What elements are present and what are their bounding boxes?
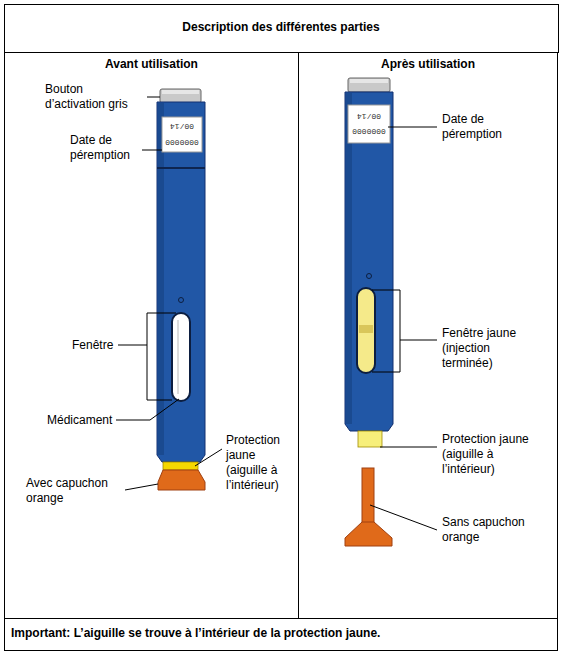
pen-before — [157, 89, 205, 490]
title-cell — [5, 5, 559, 53]
part-label: Fenêtre jaune (injection terminée) — [442, 326, 530, 371]
expiry-code: 00/14 — [162, 121, 202, 131]
part-label: Avec capuchon orange — [26, 476, 122, 506]
column-cell: Avant utilisation — [4, 52, 299, 619]
note-text: Important: L’aiguille se trouve à l’inté… — [11, 626, 551, 641]
expiry-code: 00/14 — [348, 111, 390, 121]
table-title: Description des différentes parties — [4, 20, 558, 35]
part-label: Bouton d’activation gris — [45, 82, 145, 112]
part-label: Sans capuchon orange — [442, 515, 542, 545]
part-label: Date de péremption — [70, 133, 140, 163]
expiry-code: 0000000 — [348, 126, 390, 136]
column-heading: Après utilisation — [299, 57, 557, 72]
expiry-code: 0000000 — [162, 137, 202, 147]
part-label: Fenêtre — [72, 338, 117, 353]
part-label: Protection jaune (aiguille à l’intérieur… — [226, 433, 296, 493]
part-label: Date de péremption — [442, 112, 532, 142]
pen-after — [345, 78, 393, 546]
note-cell: Important: L’aiguille se trouve à l’inté… — [4, 618, 558, 651]
leader-lines — [116, 97, 437, 530]
column-cell: Après utilisation — [298, 52, 558, 619]
part-label: Médicament — [47, 413, 117, 428]
part-label: Protection jaune (aiguille à l’intérieur… — [442, 432, 546, 477]
column-heading: Avant utilisation — [5, 57, 298, 72]
